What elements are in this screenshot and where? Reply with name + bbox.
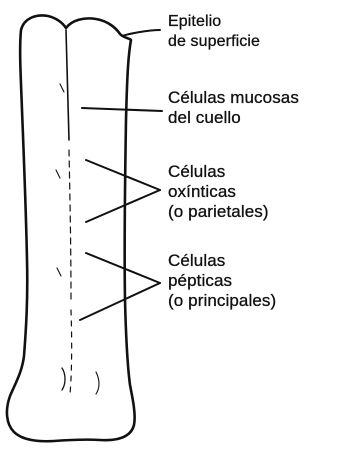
label-line: del cuello: [168, 108, 299, 128]
label-line: Células: [168, 162, 269, 182]
label-line: Epitelio: [168, 12, 260, 32]
lumen-line-upper: [66, 30, 69, 140]
cell-mark-2: [56, 170, 60, 178]
leader-epitelio: [122, 30, 160, 36]
label-line: Células mucosas: [168, 88, 299, 108]
label-celulas-mucosas: Células mucosas del cuello: [168, 88, 299, 128]
lumen-line-lower: [70, 310, 72, 395]
label-line: pépticas: [168, 271, 276, 291]
leader-pepticas-upper: [86, 253, 160, 283]
leader-mucosas: [82, 108, 162, 111]
label-line: Células: [168, 251, 276, 271]
cell-mark-5: [96, 372, 99, 394]
cell-mark-3: [57, 268, 61, 276]
label-line: (o parietales): [168, 202, 269, 222]
label-line: de superficie: [168, 32, 260, 52]
leader-oxinticas-lower: [86, 190, 160, 222]
leader-pepticas-lower: [80, 283, 160, 320]
label-celulas-oxinticas: Células oxínticas (o parietales): [168, 162, 269, 222]
label-line: (o principales): [168, 291, 276, 311]
label-celulas-pepticas: Células pépticas (o principales): [168, 251, 276, 311]
leader-oxinticas-upper: [86, 160, 160, 190]
label-line: oxínticas: [168, 182, 269, 202]
lumen-line-middle: [69, 150, 71, 300]
label-epitelio-superficie: Epitelio de superficie: [168, 12, 260, 52]
cell-mark-4: [62, 368, 65, 390]
cell-mark-1: [60, 84, 64, 92]
